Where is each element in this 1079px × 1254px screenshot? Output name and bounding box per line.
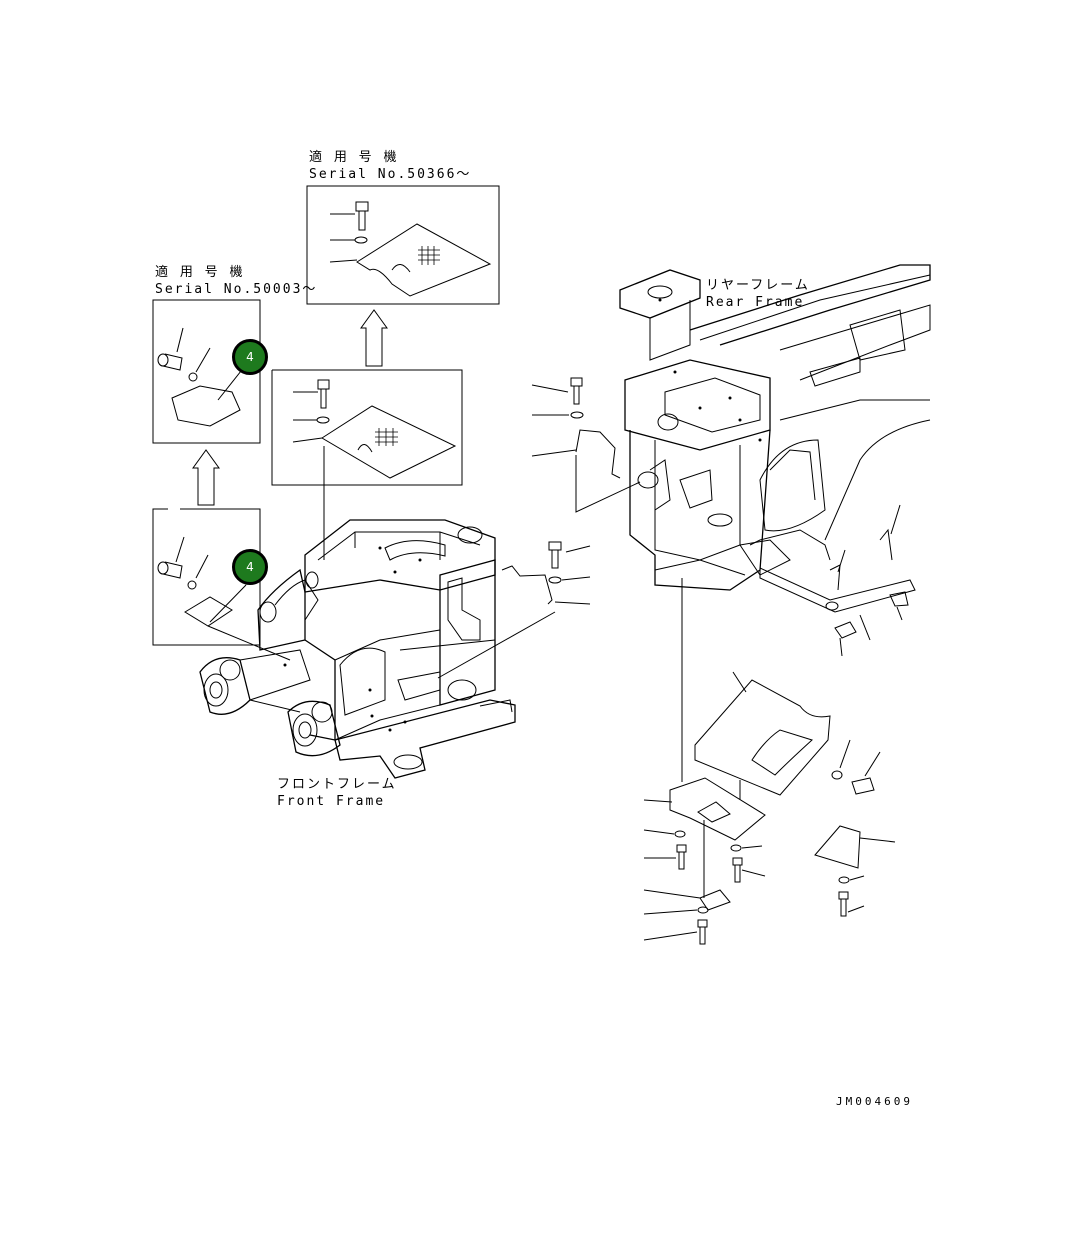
- cover-plate-icon: [171, 385, 241, 427]
- callout-badge-4[interactable]: 4: [232, 549, 268, 585]
- washer-icon: [570, 411, 584, 419]
- washer-icon: [316, 416, 330, 424]
- bolt-icon: [355, 201, 369, 231]
- middle-inset: [271, 369, 463, 560]
- left-inset-serial-label: Serial No.50003～: [155, 282, 318, 297]
- left-inset-applicable-label: 適 用 号 機: [155, 265, 245, 280]
- washer-icon: [730, 844, 742, 852]
- washer-icon: [838, 876, 850, 884]
- clamp-icon: [575, 429, 621, 479]
- front-frame: [199, 519, 516, 779]
- bracket-icon: [501, 565, 553, 605]
- bolt-icon: [732, 857, 743, 883]
- front-frame-label-en: Front Frame: [277, 794, 386, 809]
- rear-lower-parts: [643, 578, 896, 945]
- bolt-icon: [697, 919, 708, 945]
- cover-plate-icon: [321, 405, 457, 479]
- rear-frame-label-en: Rear Frame: [706, 295, 805, 310]
- cover-plate-icon: [694, 679, 831, 796]
- washer-icon: [831, 770, 843, 780]
- bolt-icon: [676, 844, 687, 870]
- mesh-icon: [418, 246, 440, 265]
- drawing-id: JM004609: [836, 1095, 913, 1108]
- bolt-icon: [570, 377, 583, 405]
- upper-inset-applicable-label: 適 用 号 機: [309, 150, 399, 165]
- washer-icon: [187, 580, 197, 590]
- upper-inset-serial-label: Serial No.50366～: [309, 167, 472, 182]
- bolt-icon: [157, 353, 183, 371]
- cover-plate-icon: [184, 596, 233, 627]
- rear-upper-parts: [531, 377, 641, 513]
- pin-boss: [199, 649, 311, 715]
- cover-plate-icon: [814, 825, 861, 869]
- washer-icon: [188, 372, 198, 382]
- left-lower-inset: [152, 508, 291, 661]
- bolt-icon: [317, 379, 330, 409]
- cover-plate-icon: [356, 223, 492, 297]
- washer-icon: [548, 576, 562, 584]
- bolt-icon: [838, 891, 849, 917]
- cover-plate-icon: [669, 777, 766, 841]
- front-bracket-parts: [437, 541, 591, 679]
- arrow-up-icon: [360, 309, 388, 367]
- washer-icon: [354, 236, 368, 244]
- front-frame-label-jp: フロントフレーム: [277, 777, 397, 792]
- callout-badge-4[interactable]: 4: [232, 339, 268, 375]
- pin-boss: [287, 700, 341, 757]
- bolt-icon: [548, 541, 562, 569]
- washer-icon: [697, 906, 709, 914]
- rear-frame-label-jp: リヤーフレーム: [706, 278, 810, 293]
- arrow-up-icon: [192, 449, 220, 506]
- cover-plate-icon: [699, 889, 731, 911]
- bolt-icon: [851, 777, 875, 795]
- washer-icon: [674, 830, 686, 838]
- mesh-icon: [375, 428, 398, 446]
- rear-frame: [619, 264, 931, 657]
- upper-inset: [306, 185, 500, 305]
- bolt-icon: [157, 561, 183, 579]
